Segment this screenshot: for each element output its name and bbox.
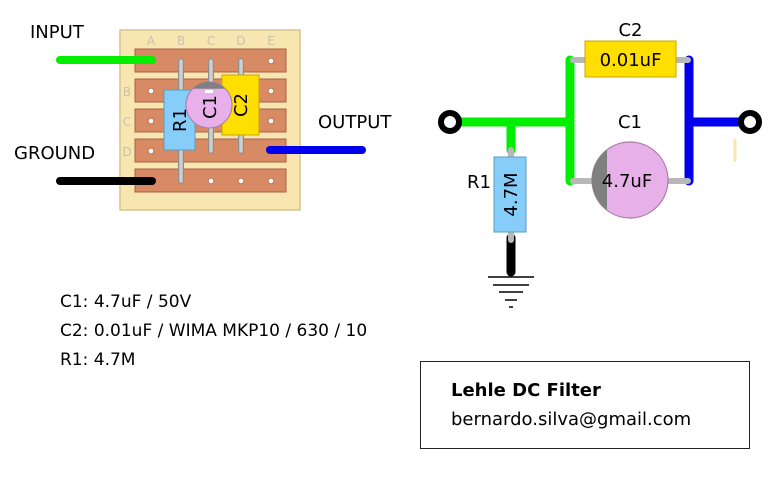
output-net (684, 55, 749, 186)
minus-icon (205, 90, 213, 93)
c1-value: 4.7uF (602, 171, 652, 192)
column-label: A (147, 34, 156, 48)
r1-name: R1 (467, 172, 491, 193)
row-label: C (123, 115, 131, 129)
c1-name: C1 (618, 112, 642, 133)
output-label: OUTPUT (318, 112, 392, 133)
hole (267, 177, 275, 185)
title-block: Lehle DC Filter bernardo.silva@gmail.com (420, 361, 750, 449)
note-c1: C1: 4.7uF / 50V (60, 292, 192, 312)
ground-icon (488, 276, 534, 308)
hole (207, 177, 215, 185)
schematic: 0.01uF C2 C1 4.7uF 4.7M R1 (438, 20, 762, 308)
stripboard: A B C D E B C D (119, 29, 301, 211)
board-c1[interactable]: C1 (185, 81, 233, 129)
row-label: D (122, 145, 131, 159)
c1-label: C1 (200, 95, 221, 119)
project-title: Lehle DC Filter (451, 380, 601, 401)
ground-label: GROUND (14, 143, 95, 164)
column-label: E (267, 34, 275, 48)
hole (267, 57, 275, 65)
r1-body (493, 156, 527, 233)
hole (147, 87, 155, 95)
row-label: B (123, 85, 131, 99)
holes (147, 57, 275, 185)
c2-name: C2 (618, 20, 642, 41)
note-c2: C2: 0.01uF / WIMA MKP10 / 630 / 10 (60, 321, 368, 341)
hole (267, 87, 275, 95)
column-label: C (207, 34, 215, 48)
component-notes: C1: 4.7uF / 50V C2: 0.01uF / WIMA MKP10 … (60, 288, 367, 375)
hole (267, 117, 275, 125)
c2-value: 0.01uF (600, 50, 662, 71)
input-label: INPUT (30, 22, 85, 43)
input-net (451, 55, 575, 186)
schematic-c1[interactable]: C1 4.7uF (591, 112, 669, 219)
note-r1: R1: 4.7M (60, 350, 136, 370)
column-label: D (236, 34, 245, 48)
c1-polarity-band (192, 81, 226, 89)
r1-value: 4.7M (501, 172, 522, 216)
output-terminal[interactable] (738, 110, 762, 134)
c2-body (584, 40, 677, 78)
hole (237, 177, 245, 185)
hole (147, 117, 155, 125)
column-label: B (177, 34, 185, 48)
c1-polarity-band (591, 149, 607, 211)
schematic-c2[interactable]: 0.01uF C2 (584, 20, 677, 78)
board-r1[interactable]: R1 (163, 89, 196, 151)
schematic-r1[interactable]: 4.7M R1 (467, 156, 527, 233)
input-terminal[interactable] (438, 110, 462, 134)
r1-label: R1 (170, 108, 191, 132)
c2-label: C2 (231, 93, 252, 117)
author-email: bernardo.silva@gmail.com (451, 409, 692, 430)
hole (147, 147, 155, 155)
